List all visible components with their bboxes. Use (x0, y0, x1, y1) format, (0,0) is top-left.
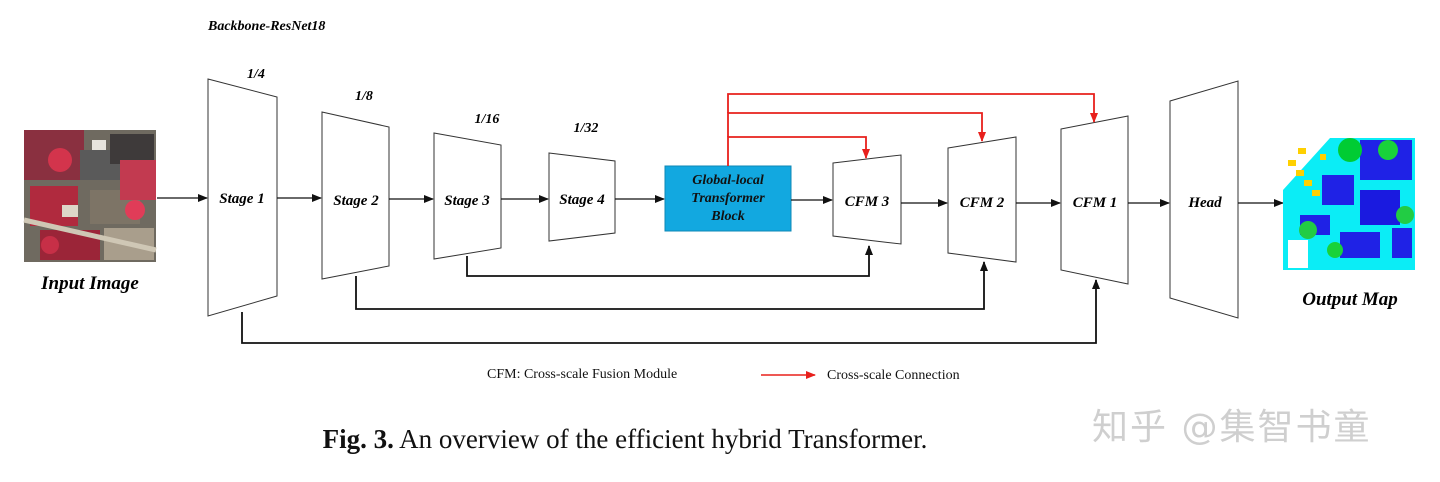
gltb-label-line3: Block (710, 209, 744, 224)
caption-text: An overview of the efficient hybrid Tran… (393, 424, 928, 454)
gltb-label-line2: Transformer (691, 191, 765, 206)
cross-scale-gltb-cfm3 (727, 136, 870, 166)
figure-caption: Fig. 3. An overview of the efficient hyb… (0, 424, 1250, 455)
skip-stage1-cfm1 (241, 279, 1100, 344)
output-map-label: Output Map (1302, 289, 1398, 310)
stage-4-label: Stage 4 (559, 192, 605, 208)
gltb-label-line1: Global-local (692, 173, 764, 188)
watermark: 知乎 @集智书童 (1092, 407, 1372, 448)
scale-label-4: 1/32 (574, 121, 599, 136)
cfm-1-block (1060, 115, 1129, 285)
stage-4-block (548, 152, 616, 242)
stage-3-block (433, 132, 502, 260)
cfm-3-block (832, 154, 902, 245)
stage-2-label: Stage 2 (333, 193, 379, 209)
backbone-label: Backbone-ResNet18 (207, 19, 325, 34)
head-label: Head (1187, 195, 1222, 211)
skip-stage2-cfm2 (355, 261, 988, 310)
caption-prefix: Fig. 3. (322, 424, 394, 454)
cfm-2-label: CFM 2 (960, 195, 1005, 211)
cfm-1-label: CFM 1 (1073, 195, 1118, 211)
skip-stage3-cfm3 (466, 245, 873, 277)
scale-label-2: 1/8 (355, 89, 373, 104)
cross-scale-gltb-cfm1 (727, 93, 1098, 123)
head-block (1169, 80, 1239, 319)
input-image-label: Input Image (40, 273, 139, 294)
legend-cross-scale-text: Cross-scale Connection (827, 368, 960, 383)
cross-scale-gltb-cfm2 (727, 112, 986, 142)
input-image-icon (23, 130, 157, 262)
output-map-icon (1283, 138, 1415, 270)
legend-cfm-text: CFM: Cross-scale Fusion Module (487, 367, 677, 382)
scale-label-1: 1/4 (247, 67, 265, 82)
stage-1-block (207, 78, 278, 317)
cfm-2-block (947, 136, 1017, 263)
stage-3-label: Stage 3 (444, 193, 490, 209)
stage-2-block (321, 111, 390, 280)
stage-1-label: Stage 1 (219, 191, 264, 207)
cfm-3-label: CFM 3 (845, 194, 890, 210)
scale-label-3: 1/16 (475, 112, 500, 127)
